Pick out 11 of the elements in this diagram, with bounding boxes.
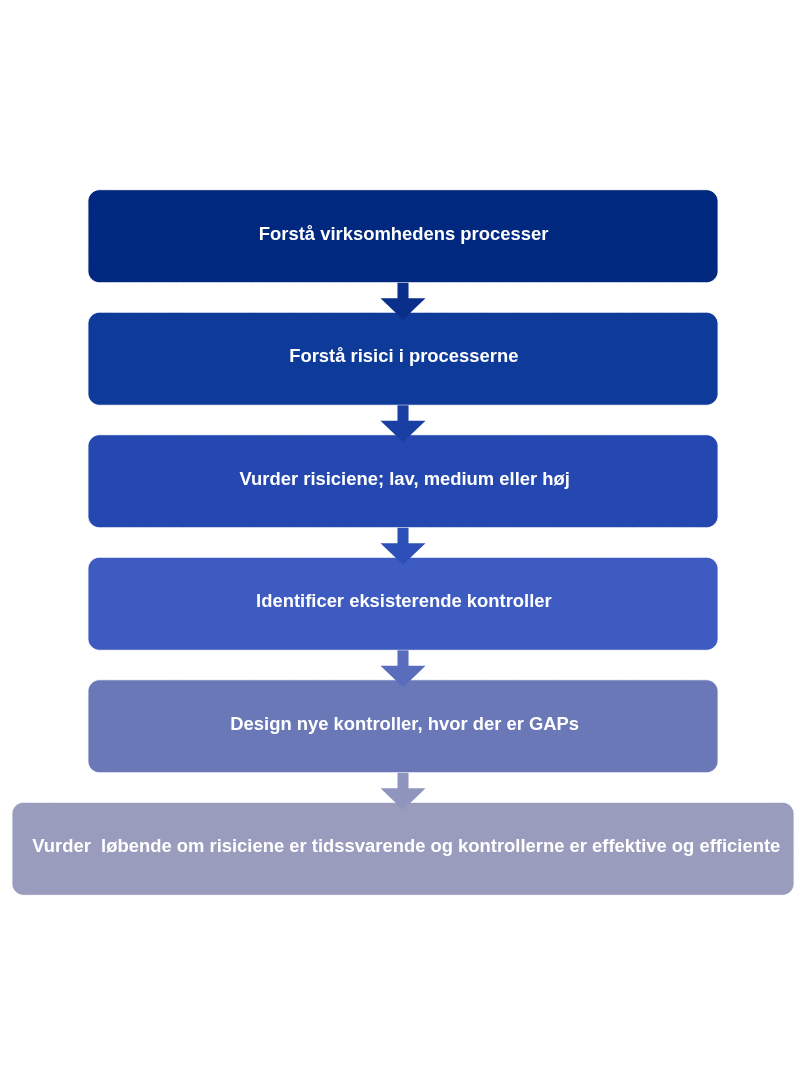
node-box: Vurder løbende om risiciene er tidssvarende og kontrollerne er effektive og efficiente xyxy=(11,801,795,896)
arrow xyxy=(380,405,426,443)
node-box: Identificer eksisterende kontroller xyxy=(87,556,719,651)
arrow xyxy=(380,282,426,320)
node-box: Design nye kontroller, hvor der er GAPs xyxy=(87,679,719,774)
arrow xyxy=(380,527,426,565)
arrow xyxy=(380,650,426,688)
node-box: Vurder risiciene; lav, medium eller høj xyxy=(87,434,719,529)
node-box: Forstå virksomhedens processer xyxy=(87,189,719,284)
node-box: Forstå risici i processerne xyxy=(87,311,719,406)
arrow xyxy=(380,772,426,810)
